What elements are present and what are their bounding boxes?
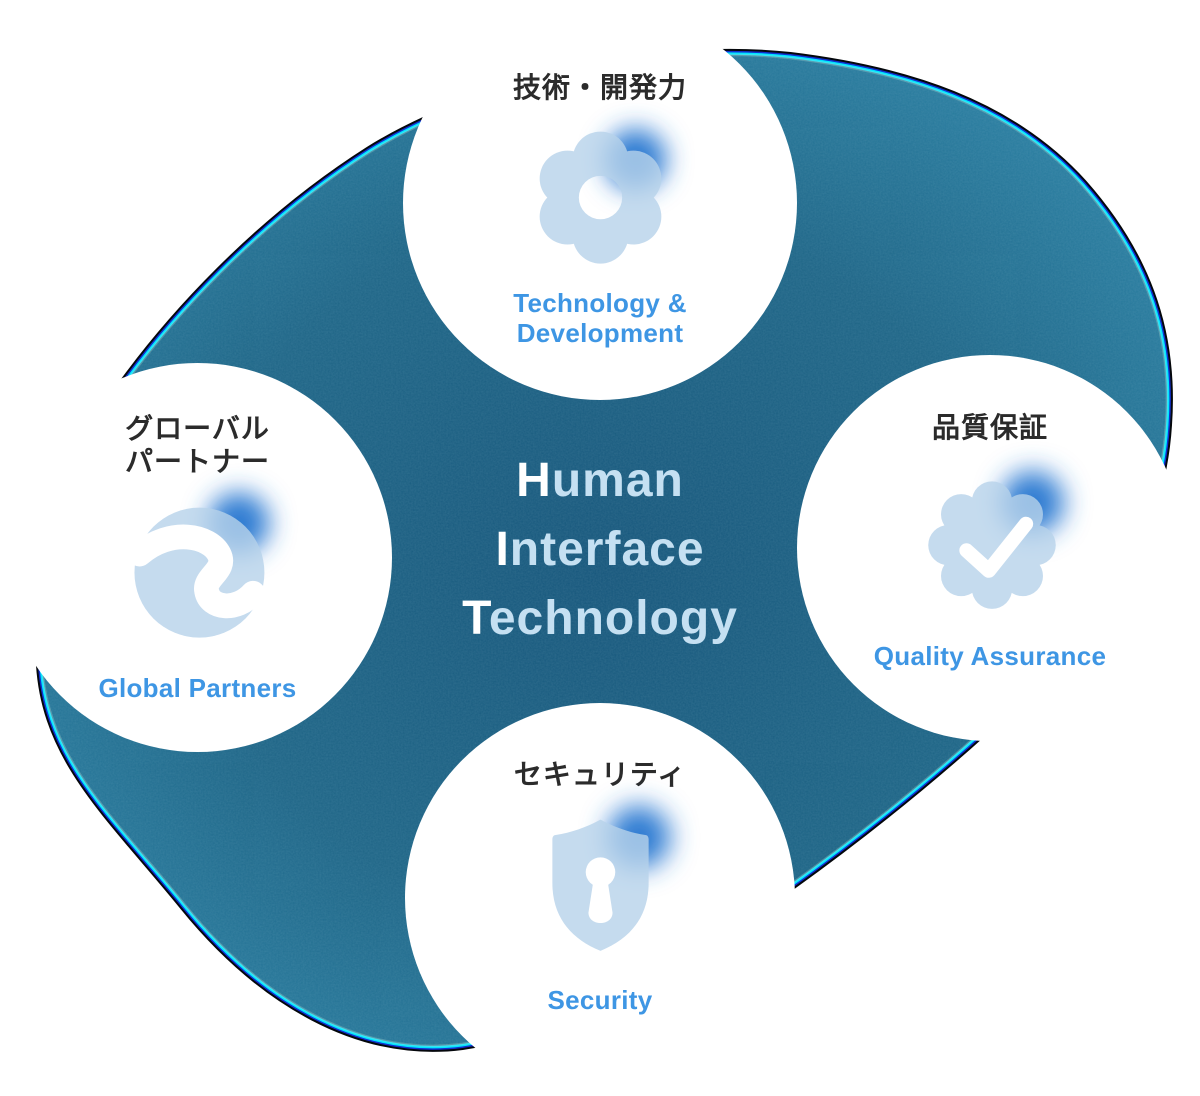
global-partners-jp-line1: グローバル bbox=[125, 413, 270, 444]
globe-continent-shape bbox=[127, 524, 266, 619]
title-line-1: Human bbox=[400, 446, 800, 515]
global-partners-en-label: Global Partners bbox=[98, 673, 297, 703]
title-accent-letter: T bbox=[462, 592, 489, 645]
checkmark bbox=[959, 516, 1034, 578]
technology-en-line2: Development bbox=[516, 318, 684, 348]
keyhole-stem bbox=[588, 880, 613, 923]
title-rest: echnology bbox=[488, 592, 738, 645]
title-line-2: Interface bbox=[400, 515, 800, 584]
title-accent-letter: I bbox=[495, 523, 510, 576]
badge-check-icon bbox=[885, 436, 1099, 650]
title-rest: nterface bbox=[509, 523, 705, 576]
center-title: Human Interface Technology bbox=[400, 446, 800, 653]
title-accent-letter: H bbox=[516, 454, 552, 507]
shield-keyhole-icon bbox=[491, 767, 710, 986]
technology-en-label: Technology & Development bbox=[403, 288, 797, 348]
security-en-label: Security bbox=[547, 985, 653, 1015]
technology-en-line1: Technology & bbox=[513, 288, 687, 318]
gear-icon bbox=[497, 92, 704, 299]
title-rest: uman bbox=[551, 454, 684, 507]
quality-assurance-en-label: Quality Assurance bbox=[873, 641, 1107, 671]
title-line-3: Technology bbox=[400, 584, 800, 653]
keyhole bbox=[585, 857, 616, 887]
globe-icon bbox=[98, 465, 305, 672]
